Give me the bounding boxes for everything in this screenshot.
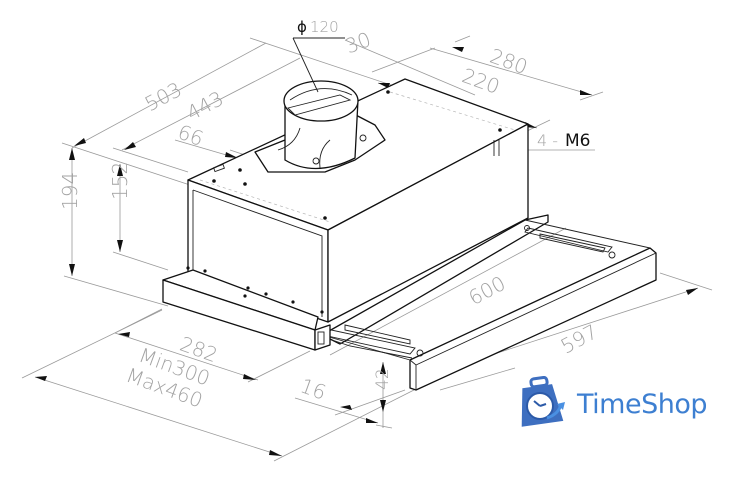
dim-42: 42 bbox=[373, 368, 393, 390]
dim-duct-diameter-value: 120 bbox=[310, 18, 339, 36]
timeshop-logo: TimeShop bbox=[515, 375, 708, 432]
dim-503: 503 bbox=[141, 77, 186, 116]
dim-m6-size: M6 bbox=[565, 131, 590, 151]
dim-597: 597 bbox=[557, 319, 602, 358]
dim-443: 443 bbox=[183, 86, 228, 125]
dimension-arrows bbox=[35, 47, 698, 456]
dim-duct-diameter: ϕ bbox=[297, 18, 307, 36]
dim-194: 194 bbox=[58, 172, 82, 210]
clock-briefcase-icon bbox=[515, 375, 573, 432]
duct-collar bbox=[254, 80, 386, 173]
dim-66: 66 bbox=[175, 120, 207, 151]
diameter-leader bbox=[292, 37, 345, 93]
dim-m6-count: 4 - bbox=[537, 131, 558, 150]
dim-152: 152 bbox=[108, 162, 132, 200]
dim-30: 30 bbox=[342, 27, 374, 58]
dim-600: 600 bbox=[464, 271, 509, 310]
brand-name: TimeShop bbox=[577, 388, 708, 420]
telescopic-drawer bbox=[317, 214, 657, 391]
